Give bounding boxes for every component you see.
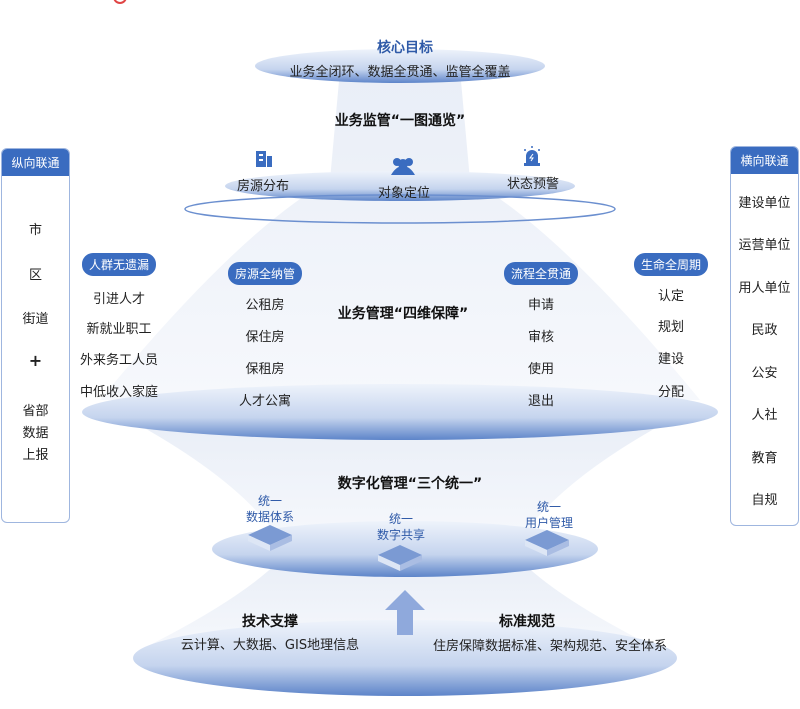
group-badge: 人群无遗漏 [81, 253, 157, 276]
unify-item-top: 统一 [536, 500, 562, 514]
group-item: 保住房 [245, 330, 285, 345]
panel-item: 街道 [22, 312, 49, 327]
group-item: 审核 [527, 330, 555, 345]
group-item: 新就业职工 [86, 322, 152, 337]
panel-item: 上报 [22, 448, 49, 463]
left-panel: 纵向联通 市 区 街道 + 省部 数据 上报 [1, 148, 70, 523]
group-item: 人才公寓 [238, 394, 292, 409]
layer3-title: 数字化管理“三个统一” [337, 476, 483, 492]
panel-item: 建设单位 [738, 196, 791, 211]
group-item: 保租房 [245, 362, 285, 377]
layer2-title: 业务管理“四维保障” [337, 306, 469, 322]
panel-item: 自规 [751, 493, 778, 508]
group-item: 使用 [527, 362, 555, 377]
panel-item: 民政 [751, 323, 778, 338]
panel-item: 市 [28, 223, 42, 238]
group-badge: 房源全纳管 [227, 262, 303, 285]
right-panel: 横向联通 建设单位 运营单位 用人单位 民政 公安 人社 教育 自规 [730, 146, 799, 526]
group-item: 引进人才 [92, 292, 146, 307]
base-left-text: 云计算、大数据、GIS地理信息 [180, 638, 360, 653]
base-left-title: 技术支撑 [242, 614, 298, 630]
left-panel-header: 纵向联通 [2, 149, 69, 176]
plus-icon: + [28, 351, 43, 370]
right-panel-header: 横向联通 [731, 147, 798, 174]
cube-icons [248, 525, 569, 571]
unify-item-top: 统一 [257, 494, 283, 508]
group-item: 公租房 [245, 298, 285, 313]
panel-item: 人社 [751, 408, 778, 423]
monitor-disk [225, 171, 575, 201]
monitor-item-label: 房源分布 [236, 179, 290, 194]
panel-item: 运营单位 [738, 238, 791, 253]
group-item: 外来务工人员 [79, 353, 159, 368]
funnel-upper [100, 70, 700, 400]
group-badge: 流程全贯通 [503, 262, 579, 285]
panel-item: 区 [28, 268, 42, 283]
group-item: 申请 [527, 298, 555, 313]
monitor-item-label: 对象定位 [377, 186, 431, 201]
management-disk [82, 384, 718, 440]
monitor-ring [184, 194, 616, 224]
group-item: 中低收入家庭 [79, 385, 159, 400]
panel-item: 数据 [22, 426, 49, 441]
group-item: 规划 [657, 320, 685, 335]
core-subtitle: 业务全闭环、数据全贯通、监管全覆盖 [289, 65, 511, 80]
unify-item-bottom: 用户管理 [524, 516, 574, 530]
up-arrow-icon [385, 590, 425, 635]
panel-item: 公安 [751, 366, 778, 381]
panel-item: 教育 [751, 451, 778, 466]
core-disk [255, 49, 545, 83]
group-item: 退出 [527, 394, 555, 409]
base-right-title: 标准规范 [499, 614, 555, 630]
alarm-icon [524, 146, 540, 166]
core-title: 核心目标 [377, 40, 433, 56]
group-badge: 生命全周期 [633, 253, 709, 276]
unify-item-top: 统一 [388, 512, 414, 526]
unify-item-bottom: 数据体系 [245, 510, 295, 524]
base-right-text: 住房保障数据标准、架构规范、安全体系 [432, 639, 668, 654]
base-disk [133, 620, 677, 696]
funnel-middle [130, 420, 670, 540]
people-icon [391, 158, 415, 175]
panel-item: 省部 [22, 404, 49, 419]
panel-item: 用人单位 [738, 281, 791, 296]
unify-item-bottom: 数字共享 [376, 528, 426, 542]
group-item: 认定 [657, 289, 685, 304]
building-icon [256, 151, 272, 167]
group-item: 建设 [657, 352, 685, 367]
layer1-title: 业务监管“一图通览” [334, 113, 466, 129]
monitor-item-label: 状态预警 [506, 177, 560, 192]
group-item: 分配 [657, 385, 685, 400]
